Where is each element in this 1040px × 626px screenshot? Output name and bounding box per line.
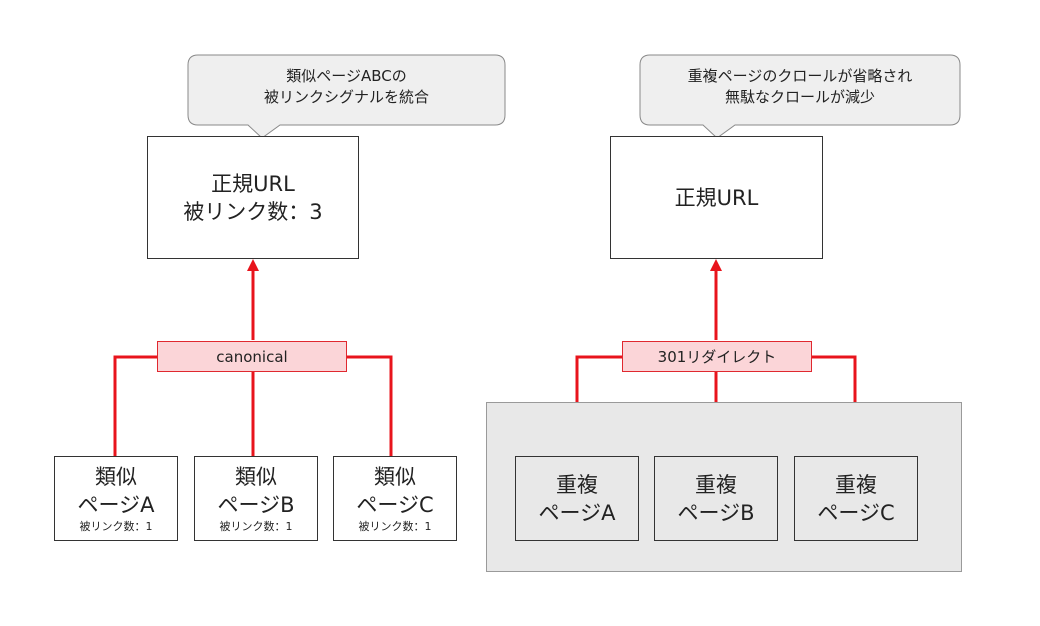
- left-callout: 類似ページABCの 被リンクシグナルを統合: [188, 66, 505, 108]
- left-canonical-title: 正規URL: [211, 171, 295, 196]
- duplicate-page-b-line2: ページB: [677, 500, 755, 525]
- similar-page-c-line1: 類似: [374, 464, 416, 489]
- right-arrowhead: [710, 259, 722, 271]
- similar-page-b: 類似 ページB 被リンク数：1: [194, 456, 318, 541]
- right-callout-bubble: [639, 54, 961, 139]
- left-connector-lines: [113, 270, 393, 456]
- left-callout-line1: 類似ページABCの: [286, 67, 407, 85]
- similar-page-a-line1: 類似: [95, 464, 137, 489]
- duplicate-page-b: 重複 ページB: [654, 456, 778, 541]
- similar-page-c-backlinks: 被リンク数：1: [358, 519, 432, 533]
- canonical-label: canonical: [157, 341, 347, 372]
- similar-page-c: 類似 ページC 被リンク数：1: [333, 456, 457, 541]
- duplicate-page-a-line2: ページA: [538, 500, 616, 525]
- duplicate-page-c-line2: ページC: [817, 500, 895, 525]
- duplicate-page-b-line1: 重複: [695, 472, 737, 497]
- duplicate-page-c: 重複 ページC: [794, 456, 918, 541]
- left-callout-line2: 被リンクシグナルを統合: [263, 88, 429, 106]
- right-callout-line2: 無駄なクロールが減少: [724, 88, 875, 106]
- right-canonical-url-box: 正規URL: [610, 136, 823, 259]
- left-canonical-backlinks: 被リンク数：3: [183, 199, 323, 224]
- redirect-301-label-text: 301リダイレクト: [657, 348, 777, 366]
- similar-page-a: 類似 ページA 被リンク数：1: [54, 456, 178, 541]
- left-callout-bubble: [187, 54, 506, 139]
- similar-page-b-backlinks: 被リンク数：1: [219, 519, 293, 533]
- duplicate-page-a: 重複 ページA: [515, 456, 639, 541]
- similar-page-a-backlinks: 被リンク数：1: [79, 519, 153, 533]
- duplicate-page-c-line1: 重複: [835, 472, 877, 497]
- similar-page-c-line2: ページC: [356, 492, 434, 517]
- left-arrowhead: [247, 259, 259, 271]
- similar-page-b-line2: ページB: [217, 492, 295, 517]
- left-canonical-url-box: 正規URL 被リンク数：3: [147, 136, 359, 259]
- right-callout: 重複ページのクロールが省略され 無駄なクロールが減少: [640, 66, 960, 108]
- right-canonical-title: 正規URL: [674, 185, 759, 210]
- similar-page-a-line2: ページA: [77, 492, 155, 517]
- similar-page-b-line1: 類似: [235, 464, 277, 489]
- redirect-301-label: 301リダイレクト: [622, 341, 812, 372]
- duplicate-page-a-line1: 重複: [556, 472, 598, 497]
- canonical-label-text: canonical: [216, 347, 288, 366]
- right-callout-line1: 重複ページのクロールが省略され: [687, 67, 913, 85]
